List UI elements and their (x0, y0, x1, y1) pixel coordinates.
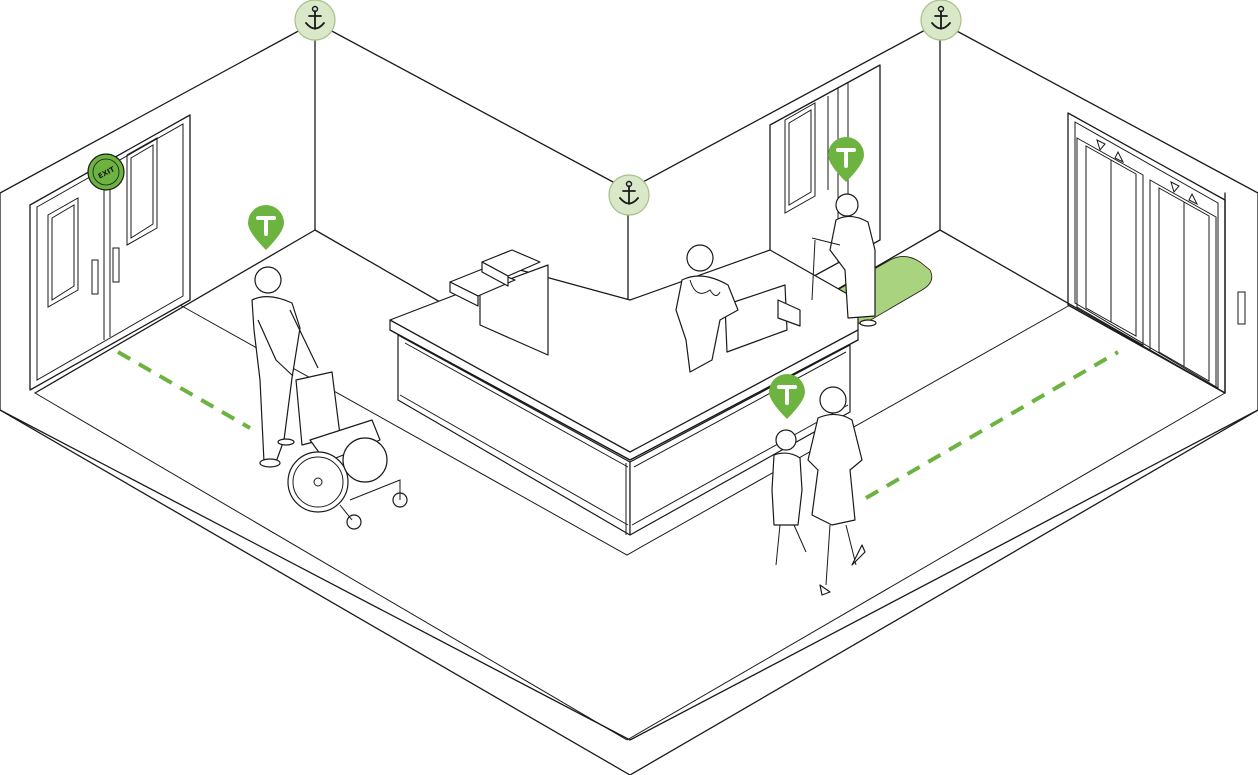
elevator-down-icon (1096, 139, 1106, 152)
exit-double-door (29, 114, 191, 391)
elevator-call-button (1237, 291, 1246, 325)
tracking-path-right (864, 350, 1120, 500)
location-tag-icon (769, 374, 805, 419)
mother-figure (807, 386, 866, 596)
anchor-icon (920, 0, 962, 41)
elevator-up-icon (1114, 150, 1125, 164)
location-tag-icon (828, 137, 864, 182)
location-tag-icon (248, 205, 284, 250)
elevator-bank (1067, 112, 1246, 394)
exit-sign: EXIT (87, 153, 125, 191)
elderly-woman-figure (811, 193, 877, 327)
receptionist-figure (675, 244, 739, 373)
anchor-icon (608, 174, 650, 216)
child-figure (771, 429, 807, 566)
wheelchair (287, 371, 408, 530)
elevator-up-icon (1188, 192, 1199, 206)
tracking-path-left (117, 350, 251, 430)
nurse-figure (251, 266, 319, 468)
elevator-down-icon (1170, 181, 1180, 194)
anchor-icon (294, 0, 336, 41)
